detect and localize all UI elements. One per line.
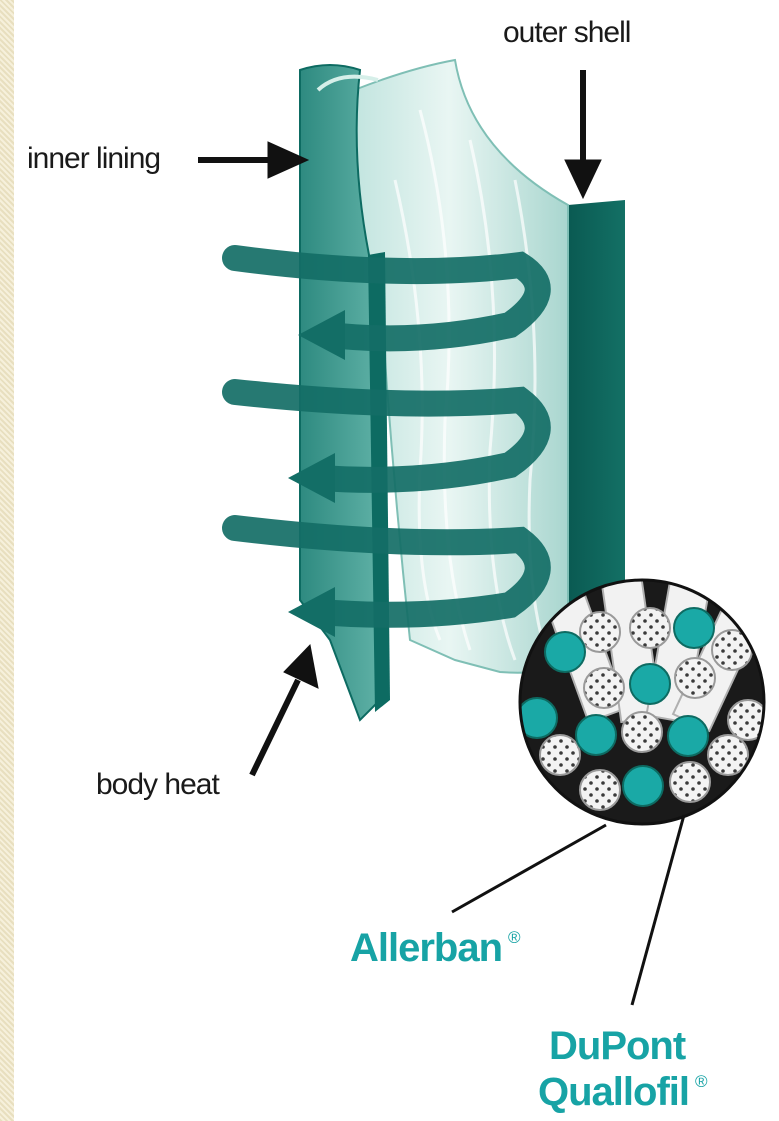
dupont-pointer-line — [632, 815, 684, 1005]
outer-shell-label: outer shell — [503, 16, 630, 50]
body-heat-arrowhead — [284, 645, 318, 688]
outer-shell-arrowhead — [565, 160, 601, 198]
allerban-name: Allerban — [350, 926, 502, 970]
quallofil-registered-mark: ® — [695, 1072, 707, 1091]
allerban-pointer-line — [452, 825, 606, 912]
allerban-label: Allerban ® — [350, 926, 520, 971]
inner-lining-label: inner lining — [27, 142, 160, 176]
quallofil-label: Quallofil ® — [538, 1070, 707, 1115]
body-heat-label: body heat — [96, 768, 219, 802]
quallofil-name: Quallofil — [538, 1070, 689, 1114]
body-heat-arrow-line — [252, 680, 298, 775]
allerban-registered-mark: ® — [508, 928, 520, 947]
dupont-label-line1: DuPont — [549, 1024, 685, 1069]
